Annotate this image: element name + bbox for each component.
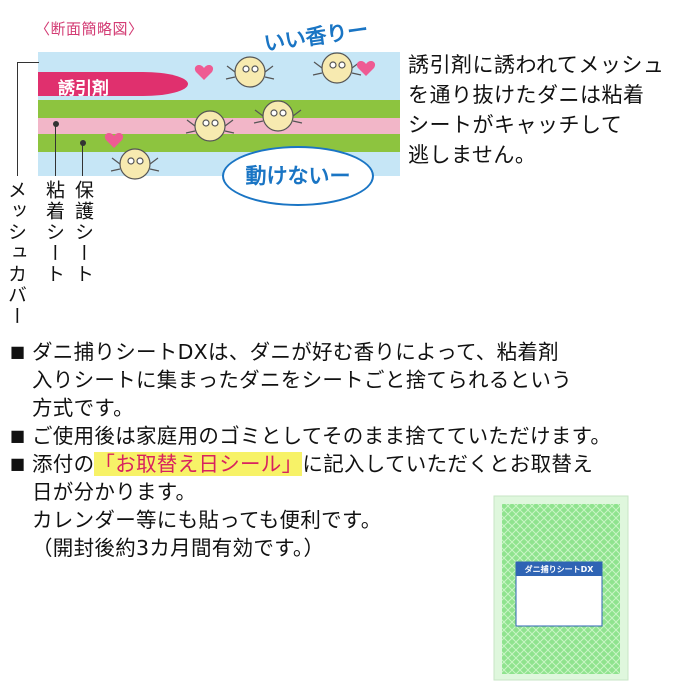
mites-illustration [104, 52, 376, 180]
diagram-description: 誘引剤に誘われてメッシュ を通り抜けたダニは粘着 シートがキャッチして 逃しませ… [408, 50, 698, 170]
diagram-title: 〈断面簡略図〉 [35, 20, 144, 38]
feature-text: カレンダー等にも貼っても便利です。 [32, 508, 382, 532]
adhesive-layer-upper [38, 100, 400, 118]
label-mesh-cover: メッシュカバー [5, 180, 27, 327]
description-line: 誘引剤に誘われてメッシュ [408, 53, 665, 77]
product-package-image: ダニ捕りシートDX [488, 490, 634, 685]
feature-text: 入りシートに集まったダニをシートごと捨てられるという [32, 368, 572, 392]
heart-icon [104, 61, 376, 148]
product-name-label: ダニ捕りシートDX [524, 565, 594, 574]
mite-illustration [110, 52, 362, 180]
leader-dot [53, 121, 59, 127]
description-line: シートがキャッチして [408, 113, 623, 137]
feature-text: （開封後約3カ月間有効です。） [32, 536, 325, 560]
leader-line-mesh [17, 62, 39, 63]
description-line: 逃しません。 [408, 143, 537, 167]
feature-text-post: に記入していただくとお取替え [302, 452, 593, 476]
speech-bubble-text: いい香りー [262, 17, 370, 56]
leader-line-protective [82, 143, 83, 176]
description-line: を通り抜けたダニは粘着 [408, 83, 645, 107]
leader-line-mesh [17, 62, 18, 176]
speech-bubble-good-smell: いい香りー [255, 14, 385, 55]
bullet-mark: ■ [10, 342, 26, 361]
leader-line-adhesive [55, 124, 56, 176]
feature-text: ご使用後は家庭用のゴミとしてそのまま捨てていただけます。 [32, 424, 612, 448]
attractant-band [38, 72, 188, 96]
feature-item: ■ ダニ捕りシートDXは、ダニが好む香りによって、粘着剤 [10, 338, 700, 366]
speech-bubble-text: 動けないー [245, 164, 351, 188]
feature-item: ■ ご使用後は家庭用のゴミとしてそのまま捨てていただけます。 [10, 422, 700, 450]
feature-text: 方式です。 [32, 396, 134, 420]
leader-dot [80, 140, 86, 146]
product-package-svg [493, 495, 629, 681]
bullet-mark: ■ [10, 426, 26, 445]
feature-text: ダニ捕りシートDXは、ダニが好む香りによって、粘着剤 [32, 340, 559, 364]
feature-text-pre: 添付の [32, 452, 95, 476]
feature-list: ■ ダニ捕りシートDXは、ダニが好む香りによって、粘着剤 入りシートに集まったダ… [10, 338, 700, 562]
feature-item: ■ 添付の「お取替え日シール」に記入していただくとお取替え [10, 450, 700, 478]
feature-text: 添付の「お取替え日シール」に記入していただくとお取替え [32, 450, 593, 478]
label-adhesive-sheet: 粘着シート [43, 180, 65, 285]
bullet-mark: ■ [10, 454, 26, 473]
speech-bubble-cant-move: 動けないー [222, 146, 374, 206]
label-protective-sheet: 保護シート [72, 180, 94, 285]
replacement-sticker-highlight: 「お取替え日シール」 [94, 452, 303, 476]
attractant-label: 誘引剤 [58, 79, 109, 99]
feature-text: 日が分かります。 [32, 480, 197, 504]
